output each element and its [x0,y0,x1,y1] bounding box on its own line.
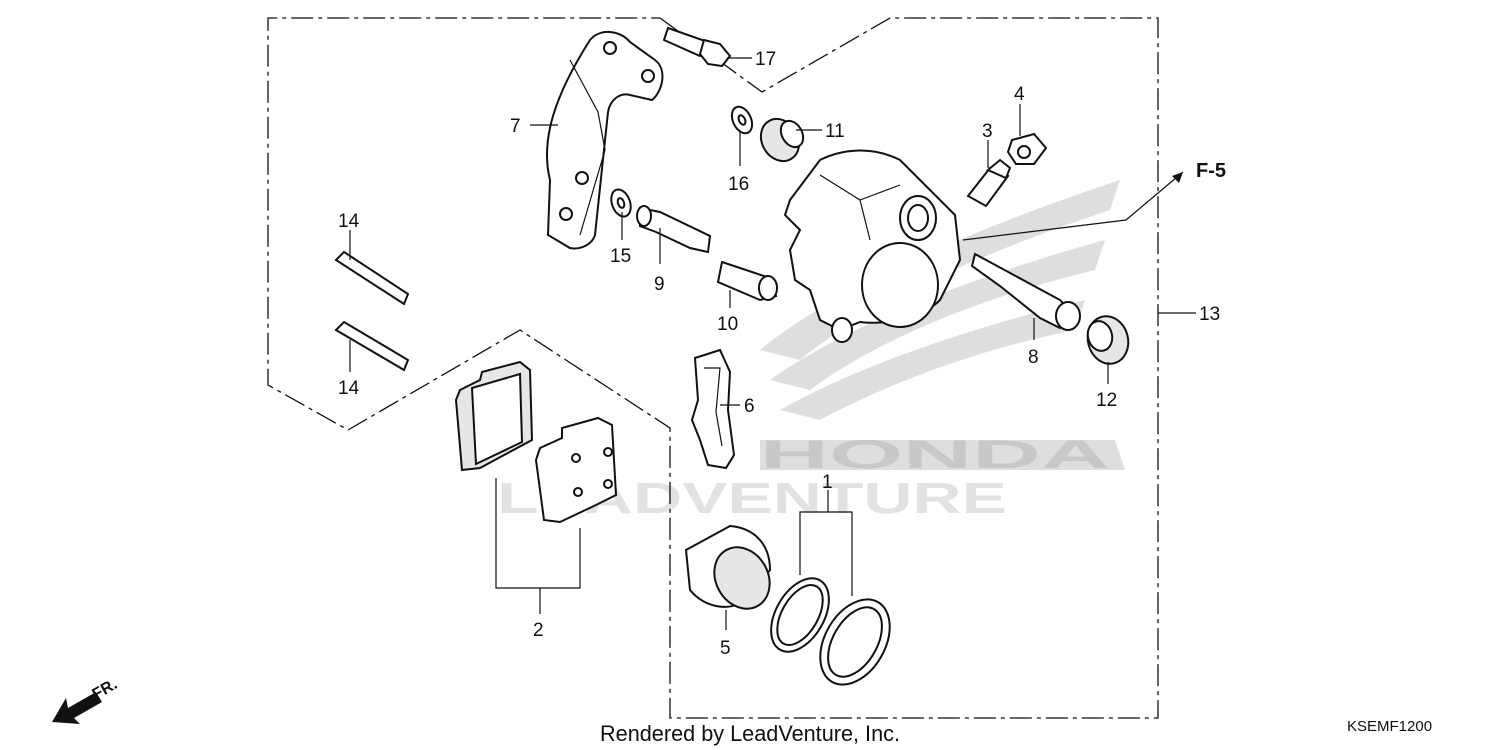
part-9-pin-bolt [636,205,712,254]
callout-9: 9 [654,274,665,295]
part-12-pin-boot [1086,315,1130,365]
leader-lines [349,57,1196,630]
part-3-bleeder-screw [966,158,1012,208]
part-11-dust-boot [759,117,805,163]
callout-17: 17 [755,49,776,70]
callout-14-upper: 14 [338,211,360,232]
callout-13: 13 [1199,304,1220,325]
honda-watermark-text: HONDA [760,433,1110,477]
callout-8: 8 [1028,347,1039,368]
part-7-caliper-bracket [546,31,664,250]
callout-6: 6 [744,396,755,417]
part-2-brake-pads [454,360,618,524]
callout-15: 15 [610,246,631,267]
part-14-pad-pin-upper [334,250,410,306]
callout-5: 5 [720,638,731,659]
part-6-pad-spring [690,348,736,470]
part-16-washer [730,105,754,135]
callout-3: 3 [982,121,993,142]
caliper-body [783,149,962,343]
callout-16: 16 [728,174,749,195]
callout-7: 7 [510,116,521,137]
front-arrow-icon [52,692,102,724]
callout-2: 2 [533,620,544,641]
diagram-code: KSEMF1200 [1347,718,1432,735]
reference-label-f5: F-5 [1196,160,1226,182]
part-10-pin [716,260,778,302]
part-17-bolt [662,26,732,68]
part-4-bleeder-cap [1006,132,1048,165]
part-1-piston-seals [770,577,891,686]
callout-12: 12 [1096,390,1117,411]
callout-4: 4 [1014,84,1025,105]
assembly-boundary [267,17,1159,719]
part-5-piston [684,524,772,610]
callout-14-lower: 14 [338,378,360,399]
callout-10: 10 [717,314,738,335]
callout-11: 11 [825,121,845,142]
part-8-slide-pin [970,252,1081,331]
part-14-pad-pin-lower [334,320,410,372]
footer-rendered-by: Rendered by LeadVenture, Inc. [600,721,900,746]
front-direction-indicator: FR. [52,676,120,724]
part-15-washer [610,188,632,218]
callout-labels: 17 7 11 16 15 9 10 3 4 8 12 13 14 14 6 1… [338,49,1226,659]
callout-1: 1 [822,472,833,493]
